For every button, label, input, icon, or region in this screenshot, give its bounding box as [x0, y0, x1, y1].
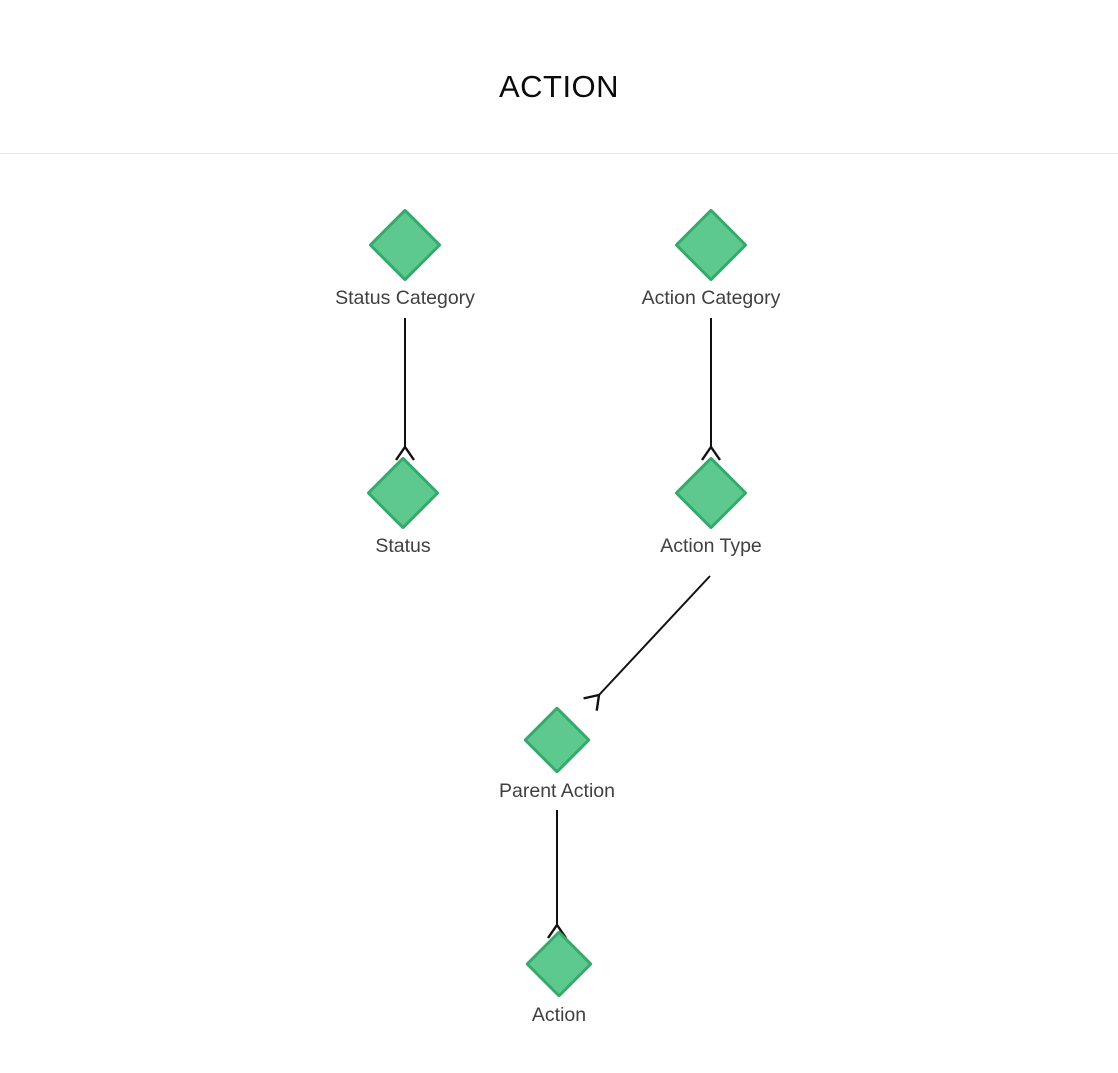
arrowhead-icon	[583, 693, 601, 711]
node-label: Status Category	[335, 287, 475, 310]
diamond-icon	[368, 208, 442, 282]
node-label: Action Category	[641, 287, 781, 310]
edge-status-category-to-status	[395, 318, 415, 461]
node-label: Parent Action	[499, 779, 615, 802]
diamond-icon	[525, 930, 593, 998]
edge-action-category-to-action-type	[701, 318, 721, 461]
diamond-icon	[674, 208, 748, 282]
page-title: ACTION	[498, 69, 620, 104]
edge-parent-action-to-action	[547, 810, 567, 939]
node-label: Status	[375, 535, 431, 558]
diamond-icon	[366, 456, 440, 530]
node-label: Action Type	[660, 535, 762, 558]
page-header: ACTION	[0, 0, 1118, 154]
edge-line	[598, 575, 711, 696]
node-label: Action	[531, 1003, 587, 1026]
diamond-icon	[674, 456, 748, 530]
diamond-icon	[523, 706, 591, 774]
edge-action-type-to-parent-action	[583, 575, 711, 711]
